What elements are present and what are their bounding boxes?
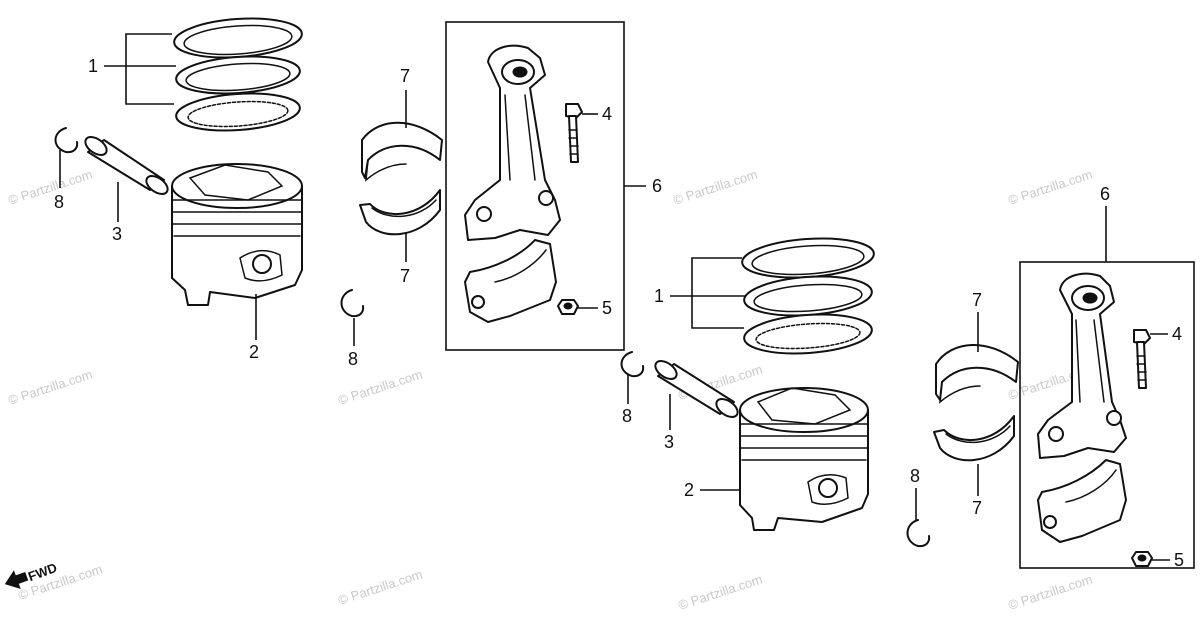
bearing-lower-left xyxy=(359,189,441,236)
callout-7: 7 xyxy=(400,66,410,86)
callout-8: 8 xyxy=(910,466,920,486)
callout-1: 1 xyxy=(654,286,664,306)
callout-8: 8 xyxy=(54,192,64,212)
bearing-upper-right xyxy=(935,344,1019,404)
connecting-rod-right xyxy=(1037,272,1127,459)
callout-3: 3 xyxy=(664,432,674,452)
piston-pin-right xyxy=(654,360,739,418)
connecting-rod-cap-left xyxy=(464,239,557,323)
watermark: © Partzilla.com xyxy=(6,367,94,408)
piston-right xyxy=(739,387,869,531)
callout-7: 7 xyxy=(972,498,982,518)
bearing-upper-left xyxy=(361,121,443,182)
conrod-nut-left xyxy=(557,299,579,315)
connecting-rod-cap-right xyxy=(1037,459,1127,543)
piston-pin-left xyxy=(84,136,169,195)
piston-left xyxy=(171,163,303,306)
watermark: © Partzilla.com xyxy=(671,167,759,208)
watermark: © Partzilla.com xyxy=(336,367,424,408)
bearing-lower-right xyxy=(933,415,1015,462)
callout-8: 8 xyxy=(622,406,632,426)
connecting-rod-left xyxy=(464,44,561,241)
conrod-nut-right xyxy=(1131,551,1153,567)
circlip-right-1 xyxy=(620,351,645,378)
circlip-left-2 xyxy=(340,289,365,318)
leader-lines xyxy=(59,33,1170,561)
callout-6: 6 xyxy=(1100,184,1110,204)
callout-8: 8 xyxy=(348,349,358,369)
callout-1: 1 xyxy=(88,56,98,76)
piston-rings-left xyxy=(173,17,303,132)
circlip-right-2 xyxy=(906,519,931,548)
conrod-box-right xyxy=(1019,261,1195,569)
watermark: © Partzilla.com xyxy=(6,167,94,208)
circlip-left-1 xyxy=(54,127,79,154)
callout-numbers: 1 2 3 8 8 7 7 4 5 6 1 2 3 8 8 7 7 4 5 6 xyxy=(54,56,1184,570)
callout-2: 2 xyxy=(684,480,694,500)
watermark: © Partzilla.com xyxy=(1006,572,1094,613)
piston-rings-right xyxy=(741,237,875,355)
callout-7: 7 xyxy=(972,290,982,310)
callout-5: 5 xyxy=(1174,550,1184,570)
watermark: © Partzilla.com xyxy=(336,567,424,608)
callout-7: 7 xyxy=(400,266,410,286)
callout-5: 5 xyxy=(602,298,612,318)
conrod-bolt-right xyxy=(1133,329,1151,389)
fwd-arrow-icon xyxy=(4,570,29,590)
conrod-bolt-left xyxy=(565,103,583,163)
callout-3: 3 xyxy=(112,224,122,244)
watermark: © Partzilla.com xyxy=(676,572,764,613)
callout-6: 6 xyxy=(652,176,662,196)
watermark: © Partzilla.com xyxy=(1006,167,1094,208)
callout-4: 4 xyxy=(1172,324,1182,344)
callout-2: 2 xyxy=(249,342,259,362)
callout-4: 4 xyxy=(602,104,612,124)
